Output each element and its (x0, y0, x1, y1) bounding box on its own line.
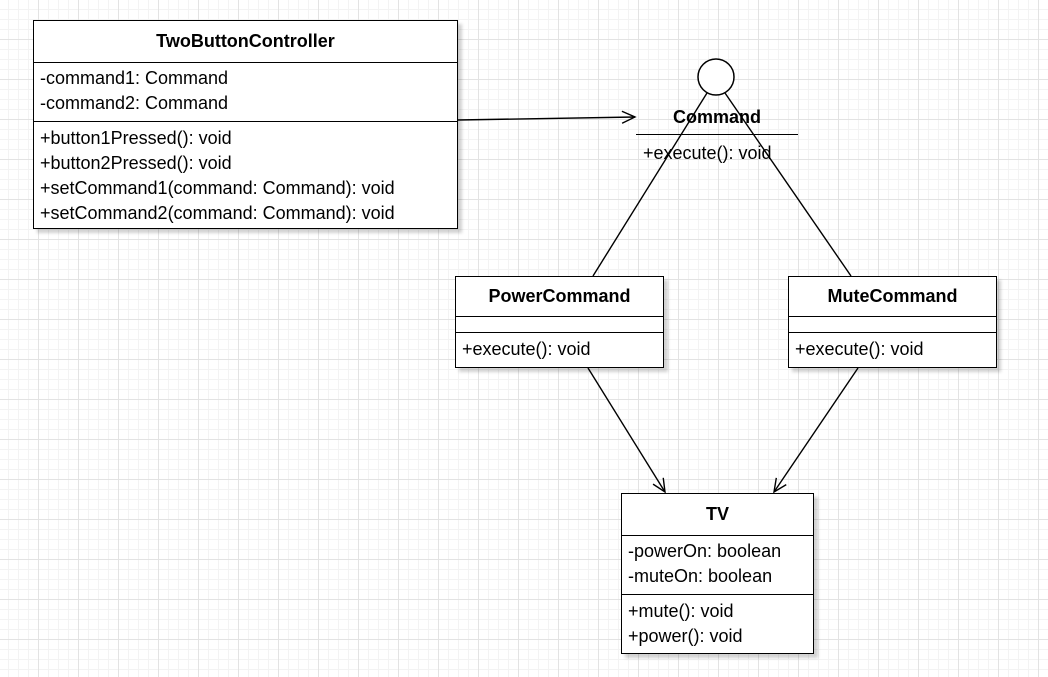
operation-item: +execute(): void (643, 143, 772, 163)
interface-operation-list: +execute(): void (643, 141, 772, 166)
operation-item: +setCommand1(command: Command): void (40, 178, 395, 198)
operation-item: +power(): void (628, 626, 743, 646)
attribute-item: -powerOn: boolean (628, 541, 782, 561)
attribute-list: -powerOn: boolean -muteOn: boolean (622, 536, 813, 595)
attribute-list (456, 317, 663, 333)
operation-list: +mute(): void +power(): void (622, 595, 813, 653)
attribute-item: -command2: Command (40, 93, 229, 113)
operation-item: +setCommand2(command: Command): void (40, 203, 395, 223)
attribute-item: -muteOn: boolean (628, 566, 773, 586)
class-name: TV (622, 494, 813, 536)
class-name: PowerCommand (456, 277, 663, 317)
class-tv[interactable]: TV -powerOn: boolean -muteOn: boolean +m… (621, 493, 814, 654)
operation-item: +button1Pressed(): void (40, 128, 232, 148)
class-name: MuteCommand (789, 277, 996, 317)
operation-list: +execute(): void (789, 333, 996, 366)
command-interface-lollipop-icon[interactable] (697, 58, 735, 96)
association-controller-to-command (457, 110, 637, 124)
realization-mute-to-command (724, 92, 852, 277)
association-mute-to-tv (773, 367, 859, 494)
interface-name-command[interactable]: Command (672, 107, 761, 127)
interface-divider (636, 134, 798, 135)
operation-item: +execute(): void (795, 339, 924, 359)
class-twobuttoncontroller[interactable]: TwoButtonController -command1: Command -… (33, 20, 458, 229)
operation-list: +execute(): void (456, 333, 663, 366)
class-mutecommand[interactable]: MuteCommand +execute(): void (788, 276, 997, 368)
attribute-item: -command1: Command (40, 68, 229, 88)
class-name: TwoButtonController (34, 21, 457, 63)
realization-power-to-command (592, 92, 708, 277)
operation-item: +button2Pressed(): void (40, 153, 232, 173)
operation-item: +mute(): void (628, 601, 734, 621)
operation-list: +button1Pressed(): void +button2Pressed(… (34, 122, 457, 230)
operation-item: +execute(): void (462, 339, 591, 359)
class-powercommand[interactable]: PowerCommand +execute(): void (455, 276, 664, 368)
attribute-list (789, 317, 996, 333)
attribute-list: -command1: Command -command2: Command (34, 63, 457, 122)
association-power-to-tv (587, 367, 666, 494)
